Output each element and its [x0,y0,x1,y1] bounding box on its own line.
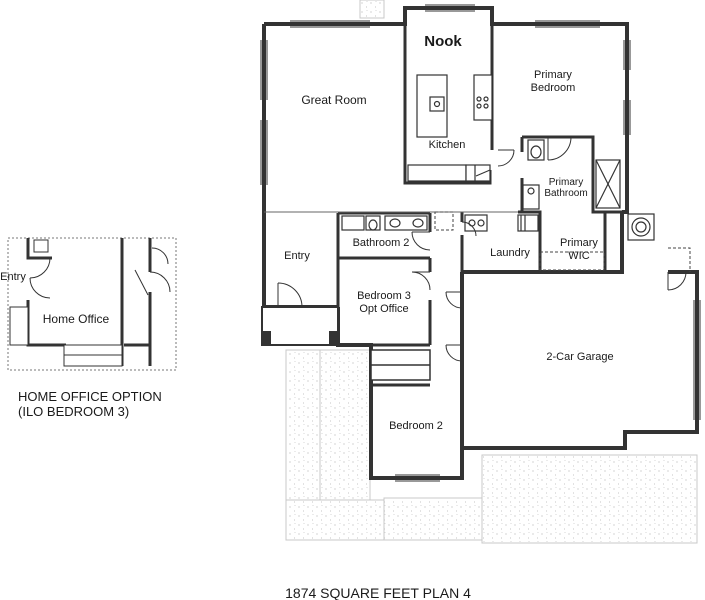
doors [277,136,687,462]
plan-caption: 1874 SQUARE FEET PLAN 4 [285,585,471,600]
option-label-home-office: Home Office [43,312,110,326]
room-label-primary-bathroom-1: Primary [549,177,583,188]
home-office-option-inset: Entry Home Office HOME OFFICE OPTION (IL… [0,237,177,419]
room-label-nook: Nook [424,33,462,50]
exterior-paving [285,0,698,544]
room-label-primary-bedroom-1: Primary [534,69,572,81]
room-label-entry: Entry [284,250,310,262]
closets [370,349,431,381]
option-caption-line1: HOME OFFICE OPTION [18,389,162,404]
room-label-garage: 2-Car Garage [546,351,613,363]
room-label-bedroom-3-1: Bedroom 3 [357,290,411,302]
room-label-bathroom-2: Bathroom 2 [353,237,410,249]
option-caption-line2: (ILO BEDROOM 3) [18,404,129,419]
bath2-fixtures [341,215,428,231]
room-label-bedroom-3-2: Opt Office [359,303,408,315]
option-label-entry: Entry [0,271,26,283]
room-label-kitchen: Kitchen [429,139,466,151]
room-label-primary-bathroom-2: Bathroom [544,188,587,199]
primary-bath-fixtures [522,139,621,210]
room-label-primary-wic-1: Primary [560,237,598,249]
windows [260,4,701,482]
covered-entry [261,306,339,346]
room-label-laundry: Laundry [490,247,530,259]
room-label-primary-wic-2: WIC [568,250,589,262]
room-label-great-room: Great Room [301,93,366,107]
water-heater [627,213,655,241]
room-label-bedroom-2: Bedroom 2 [389,420,443,432]
kitchen-fixtures [407,74,493,182]
laundry-fixtures [464,214,539,232]
dashed-elements [434,211,691,272]
room-labels: Nook Great Room Primary Bedroom Kitchen … [284,33,613,432]
room-label-primary-bedroom-2: Bedroom [531,82,576,94]
